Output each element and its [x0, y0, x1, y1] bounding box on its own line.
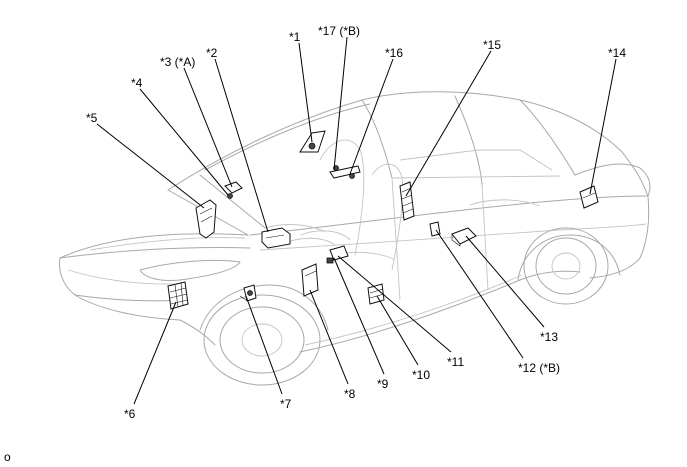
leader-10: [376, 295, 419, 366]
component-14: [579, 185, 599, 209]
component-1: [299, 130, 326, 153]
leader-1: [298, 42, 313, 143]
callout-3: *3 (*A): [160, 55, 195, 69]
callout-labels: *1 *2 *3 (*A) *4 *5 *6 *7 *8 *9 *10 *11 …: [86, 24, 626, 421]
component-15: [399, 181, 415, 221]
callout-4: *4: [131, 76, 143, 90]
leader-lines: [96, 36, 617, 405]
callout-9: *9: [377, 377, 389, 391]
vehicle-outline: [59, 91, 651, 386]
leader-17: [333, 36, 348, 171]
leader-4: [139, 88, 229, 196]
leader-9: [333, 257, 385, 375]
callout-13: *13: [540, 330, 558, 344]
footer-mark: o: [4, 450, 11, 464]
leader-8: [309, 289, 349, 385]
callout-11: *11: [447, 355, 464, 369]
leader-14: [589, 58, 617, 195]
leader-16: [349, 58, 394, 175]
component-16-17: [329, 165, 361, 179]
component-13: [451, 227, 477, 247]
callout-16: *16: [385, 46, 403, 60]
leader-12: [435, 229, 524, 359]
leader-13: [465, 235, 545, 328]
leader-2: [214, 58, 269, 233]
leader-11: [337, 255, 452, 353]
component-6: [167, 281, 189, 310]
callout-6: *6: [124, 407, 136, 421]
callout-5: *5: [86, 111, 98, 125]
component-9-11: [326, 245, 349, 264]
callout-10: *10: [412, 368, 430, 382]
callout-2: *2: [206, 46, 218, 60]
leader-6: [133, 301, 177, 405]
callout-1: *1: [289, 30, 301, 44]
callout-14: *14: [608, 46, 626, 60]
component-7: [239, 284, 257, 302]
component-5: [195, 199, 217, 239]
leader-3: [183, 67, 233, 188]
leader-7: [245, 295, 283, 395]
callout-7: *7: [280, 397, 292, 411]
callout-17: *17 (*B): [318, 24, 360, 38]
component-8: [301, 263, 319, 297]
callout-8: *8: [344, 387, 356, 401]
component-3: [224, 181, 243, 199]
component-10: [367, 283, 385, 305]
leader-5: [96, 123, 205, 209]
leader-15: [405, 50, 492, 197]
callout-15: *15: [483, 38, 501, 52]
callout-12: *12 (*B): [518, 361, 560, 375]
component-2: [261, 227, 291, 249]
